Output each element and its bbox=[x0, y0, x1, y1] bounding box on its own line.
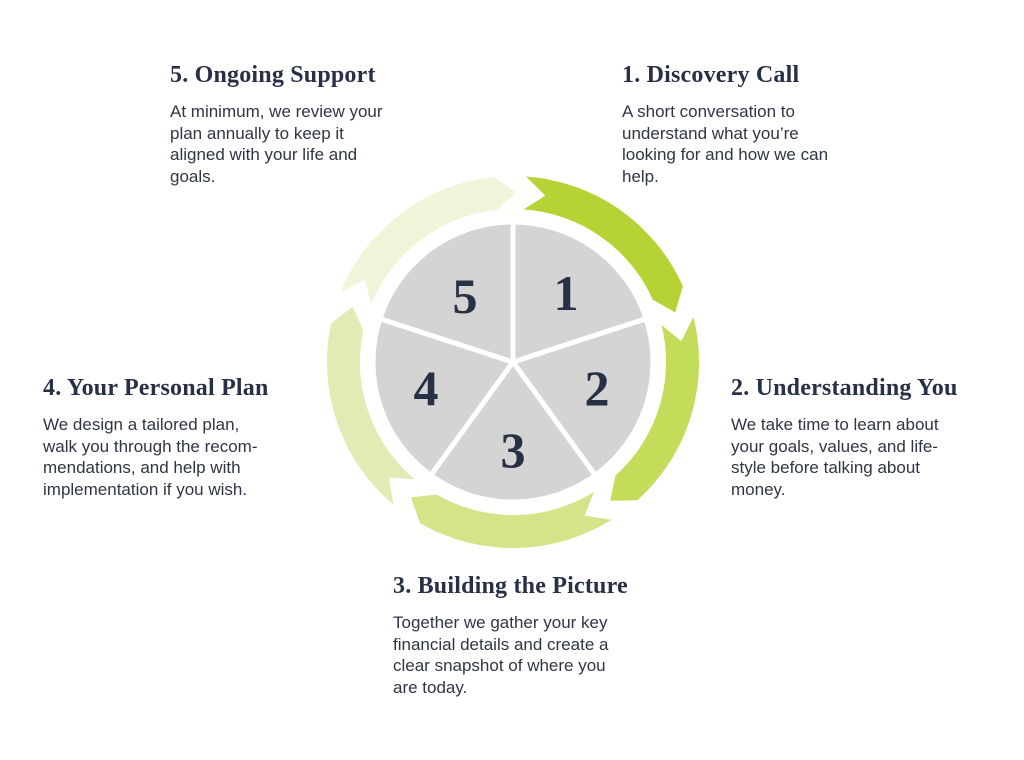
text-line: We design a tailored plan, bbox=[43, 415, 240, 434]
step-2-title: 2. Understanding You bbox=[731, 375, 958, 401]
text-line: aligned with your life and bbox=[170, 145, 358, 164]
step-5-title: 5. Ongoing Support bbox=[170, 62, 376, 88]
step-5: 5. Ongoing Support At minimum, we review… bbox=[170, 62, 383, 187]
text-line: mendations, and help with bbox=[43, 458, 241, 477]
text-line: clear snapshot of where you bbox=[393, 656, 606, 675]
text-line: implementation if you wish. bbox=[43, 479, 248, 499]
slice-number-2: 2 bbox=[585, 360, 610, 416]
step-2-description: We take time to learn about your goals, … bbox=[731, 414, 958, 500]
text-line: Together we gather your key bbox=[393, 613, 608, 632]
cycle-arrow-4 bbox=[327, 306, 415, 505]
step-1: 1. Discovery Call A short conversation t… bbox=[622, 62, 828, 187]
step-4: 4. Your Personal Plan We design a tailor… bbox=[43, 375, 269, 500]
text-line: your goals, values, and life- bbox=[731, 436, 938, 456]
step-3-description: Together we gather your key financial de… bbox=[393, 612, 628, 698]
text-line: help. bbox=[622, 166, 659, 186]
step-2: 2. Understanding You We take time to lea… bbox=[731, 375, 958, 500]
pie-slice-4 bbox=[370, 316, 516, 478]
slice-number-5: 5 bbox=[453, 268, 478, 324]
slice-number-4: 4 bbox=[414, 360, 439, 416]
text-line: plan annually to keep it bbox=[170, 123, 344, 143]
cycle-arrow-5 bbox=[340, 177, 516, 305]
cycle-arrow-2 bbox=[610, 317, 700, 501]
text-line: We take time to learn about bbox=[731, 415, 939, 434]
step-4-title: 4. Your Personal Plan bbox=[43, 375, 269, 401]
text-line: walk you through the recom- bbox=[43, 436, 258, 456]
text-line: money. bbox=[731, 479, 786, 499]
text-line: looking for and how we can bbox=[622, 145, 829, 164]
pie-slice-5 bbox=[377, 219, 516, 365]
slice-number-1: 1 bbox=[554, 265, 579, 321]
cycle-arrow-1 bbox=[523, 176, 683, 313]
text-line: style before talking about bbox=[731, 458, 921, 477]
text-line: goals. bbox=[170, 166, 216, 186]
step-3-title: 3. Building the Picture bbox=[393, 573, 628, 599]
step-1-title: 1. Discovery Call bbox=[622, 62, 800, 88]
pie-slice-3 bbox=[428, 359, 598, 505]
step-4-description: We design a tailored plan, walk you thro… bbox=[43, 414, 269, 500]
text-line: financial details and create a bbox=[393, 634, 609, 654]
cycle-arrow-3 bbox=[411, 491, 612, 549]
text-line: A short conversation to bbox=[622, 102, 795, 121]
step-1-description: A short conversation to understand what … bbox=[622, 101, 828, 187]
slice-number-3: 3 bbox=[501, 422, 526, 478]
step-5-description: At minimum, we review your plan annually… bbox=[170, 101, 383, 187]
pie-slice-2 bbox=[510, 316, 656, 478]
step-3: 3. Building the Picture Together we gath… bbox=[393, 573, 628, 698]
text-line: At minimum, we review your bbox=[170, 102, 383, 121]
text-line: understand what you’re bbox=[622, 123, 799, 143]
text-line: are today. bbox=[393, 677, 468, 697]
